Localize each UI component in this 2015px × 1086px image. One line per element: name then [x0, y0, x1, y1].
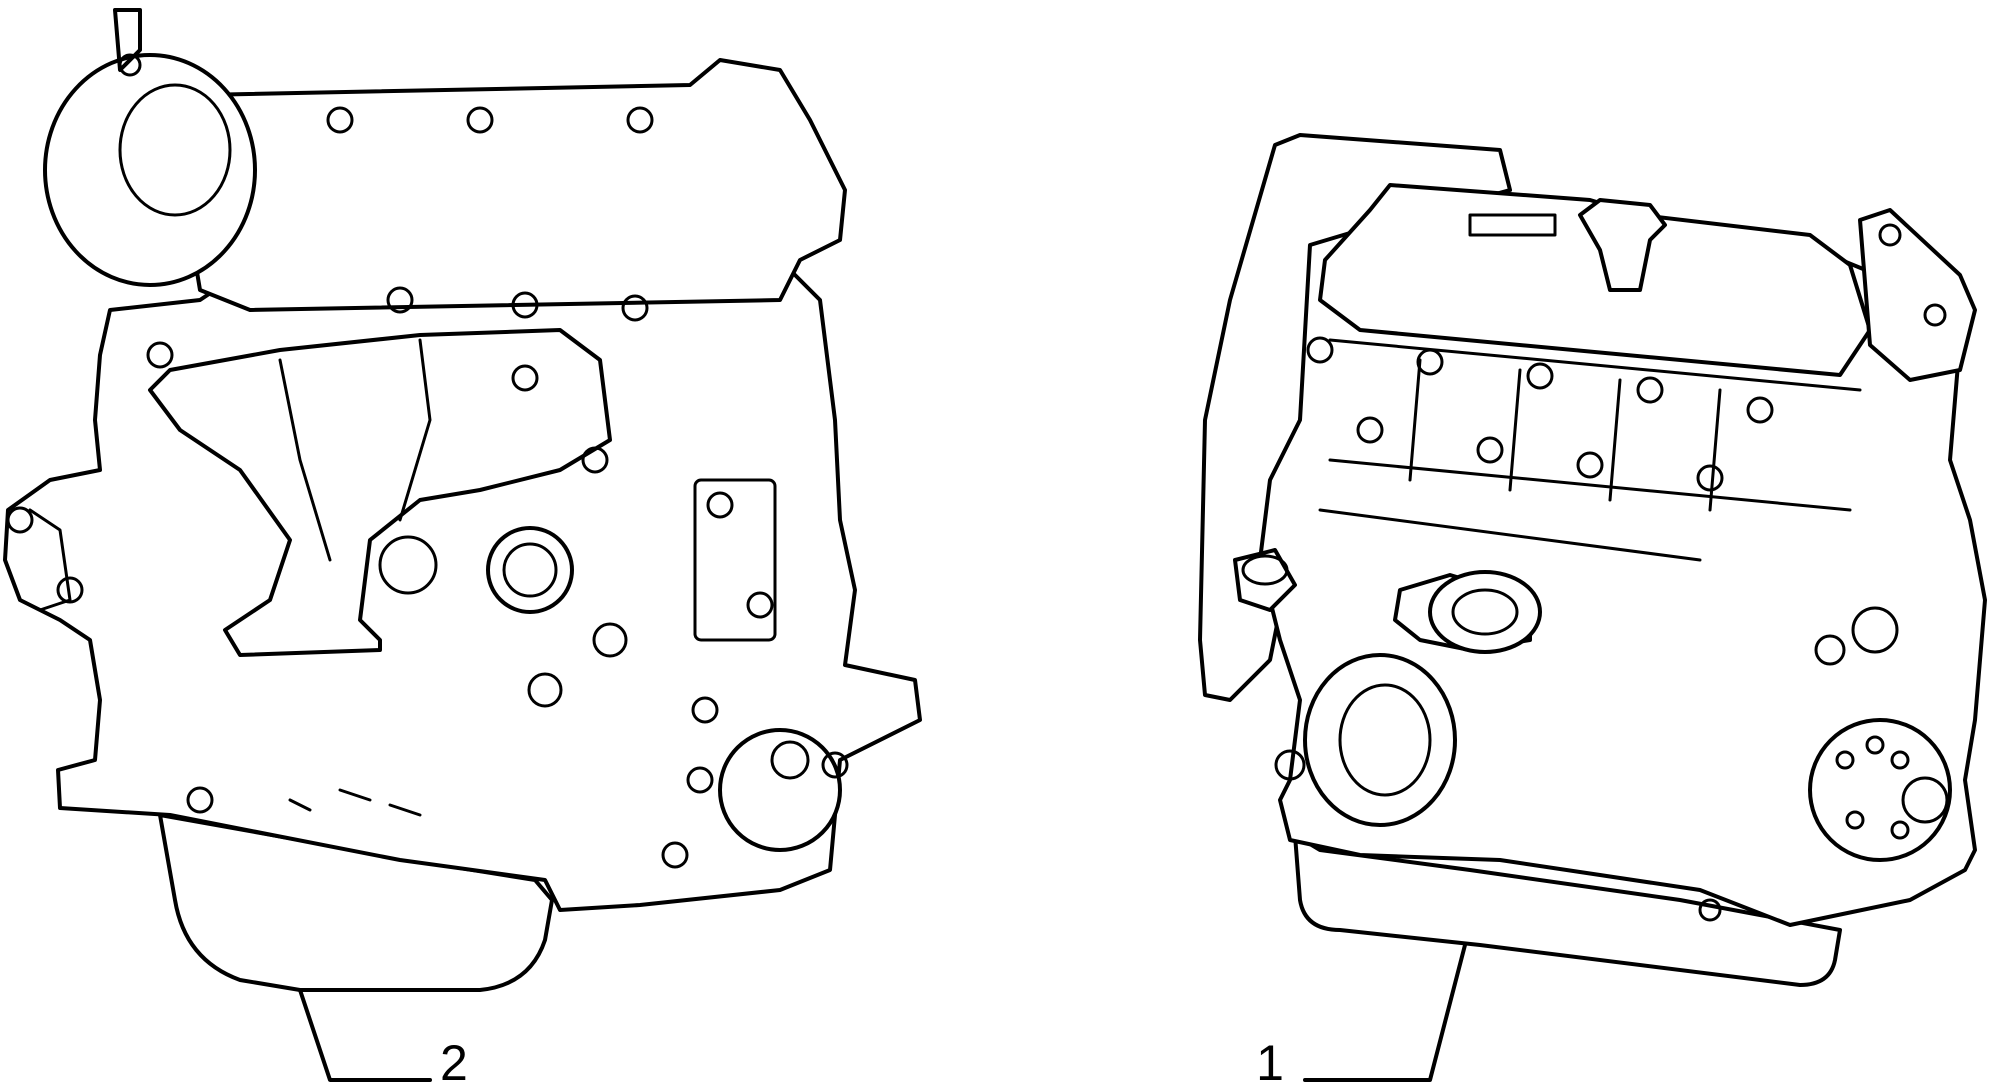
engine-1-oil-pan	[1293, 833, 1842, 987]
engine-1-cam-cover	[1318, 183, 1872, 377]
engine-1-right-bracket	[1858, 208, 1977, 382]
engine-1-pump-housing	[1303, 653, 1457, 827]
callout-2-label: 2	[440, 1035, 468, 1086]
engine-1-drawing	[1198, 133, 1987, 987]
engine-1-head-bolts	[1306, 336, 1774, 492]
engine-2-studs	[146, 106, 654, 474]
callout-1-label: 1	[1256, 1035, 1284, 1086]
engine-2-pump-housing	[43, 53, 257, 287]
engine-2-flywheel-hub	[718, 728, 842, 852]
engine-1-oil-filler	[1578, 198, 1667, 292]
engine-2-drawing	[3, 8, 922, 992]
engine-2-manifold	[148, 328, 612, 657]
callout-2: 2	[298, 988, 468, 1086]
callout-1: 1	[1256, 943, 1467, 1086]
engine-2-oil-pan	[158, 813, 554, 992]
engine-1-flywheel-hub	[1808, 718, 1952, 862]
engine-2-cylinder-head	[178, 58, 847, 312]
engine-2-core-plug	[486, 526, 574, 614]
callout-1-leader	[1303, 943, 1467, 1082]
callout-2-leader	[298, 988, 432, 1082]
